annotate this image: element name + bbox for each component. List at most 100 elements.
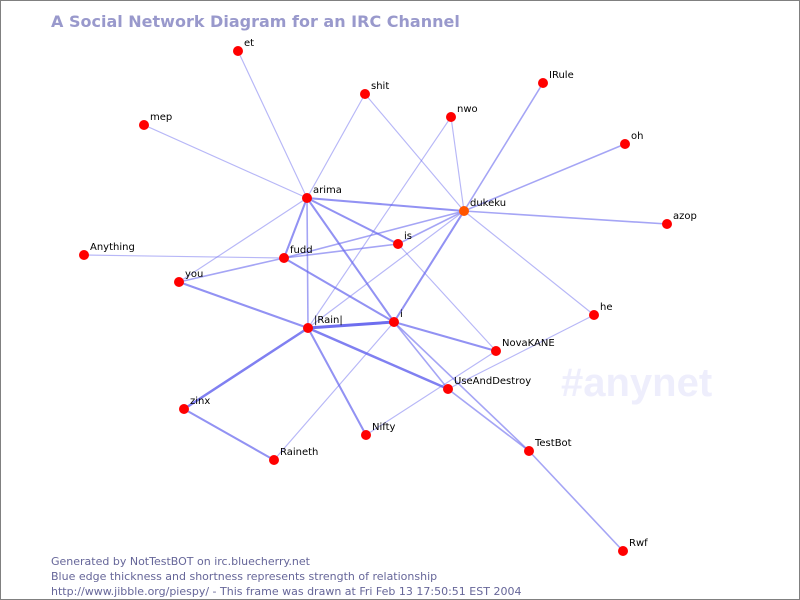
node-dot[interactable] bbox=[360, 89, 370, 99]
edge-anything-fudd bbox=[83, 254, 285, 259]
node-oh[interactable]: oh bbox=[620, 131, 643, 149]
node-dot[interactable] bbox=[443, 384, 453, 394]
edge-fudd-you bbox=[178, 257, 285, 283]
node-shit[interactable]: shit bbox=[360, 81, 389, 99]
node-label: NovaKANE bbox=[502, 338, 555, 349]
footer-source-timestamp: http://www.jibble.org/piespy/ - This fra… bbox=[51, 585, 522, 598]
edge-irule-dukeku bbox=[463, 82, 544, 212]
edge-arima-i bbox=[305, 196, 396, 324]
node-azop[interactable]: azop bbox=[662, 211, 697, 229]
edge-i-novakane bbox=[392, 320, 498, 353]
node-rwf[interactable]: Rwf bbox=[618, 538, 648, 556]
edge-shit-arima bbox=[306, 93, 366, 199]
node-testbot[interactable]: TestBot bbox=[524, 438, 572, 456]
edge-zinx-raineth bbox=[182, 407, 276, 462]
node-dot[interactable] bbox=[589, 310, 599, 320]
node-dot[interactable] bbox=[393, 239, 403, 249]
node-arima[interactable]: arima bbox=[302, 185, 342, 203]
edge-rain-zinx bbox=[182, 326, 310, 411]
edge-arima-dukeku bbox=[305, 196, 466, 213]
node-novakane[interactable]: NovaKANE bbox=[491, 338, 555, 356]
node-useanddestroy[interactable]: UseAndDestroy bbox=[443, 376, 531, 394]
node-label: he bbox=[600, 302, 613, 313]
edge-is-novakane bbox=[397, 243, 497, 352]
node-dukeku[interactable]: dukeku bbox=[459, 198, 506, 216]
node-et[interactable]: et bbox=[233, 38, 254, 56]
edge-dukeku-he bbox=[463, 210, 595, 316]
edge-et-arima bbox=[237, 50, 308, 199]
edge-dukeku-fudd bbox=[283, 210, 465, 259]
node-dot[interactable] bbox=[269, 455, 279, 465]
node-dot[interactable] bbox=[174, 277, 184, 287]
node-dot[interactable] bbox=[538, 78, 548, 88]
node-label: mep bbox=[150, 112, 172, 123]
node-dot[interactable] bbox=[491, 346, 501, 356]
node-label: arima bbox=[313, 185, 342, 196]
node-dot[interactable] bbox=[524, 446, 534, 456]
edge-mep-arima bbox=[143, 124, 308, 199]
node-label: i bbox=[400, 309, 403, 320]
node-rain[interactable]: |Rain| bbox=[303, 315, 343, 333]
node-dot[interactable] bbox=[303, 323, 313, 333]
node-dot[interactable] bbox=[620, 139, 630, 149]
node-label: nwo bbox=[457, 104, 478, 115]
edge-nwo-dukeku bbox=[450, 116, 465, 212]
node-label: azop bbox=[673, 211, 697, 222]
node-zinx[interactable]: zinx bbox=[179, 396, 210, 414]
node-label: zinx bbox=[190, 396, 210, 407]
edge-you-rain bbox=[177, 280, 310, 330]
node-dot[interactable] bbox=[446, 112, 456, 122]
node-he[interactable]: he bbox=[589, 302, 613, 320]
node-label: IRule bbox=[549, 70, 574, 81]
edge-fudd-i bbox=[282, 256, 396, 324]
node-label: Anything bbox=[90, 242, 135, 253]
edge-rain-i bbox=[306, 320, 396, 330]
edge-fudd-is bbox=[283, 243, 399, 259]
node-raineth[interactable]: Raineth bbox=[269, 447, 318, 465]
node-anything[interactable]: Anything bbox=[79, 242, 135, 260]
node-nwo[interactable]: nwo bbox=[446, 104, 478, 122]
node-dot[interactable] bbox=[79, 250, 89, 260]
node-dot[interactable] bbox=[361, 430, 371, 440]
edge-i-useanddestroy bbox=[393, 321, 449, 390]
node-dot[interactable] bbox=[302, 193, 312, 203]
edge-arima-is bbox=[305, 196, 400, 246]
edge-he-useanddestroy bbox=[447, 314, 595, 390]
node-dot[interactable] bbox=[618, 546, 628, 556]
edge-nwo-rain bbox=[307, 116, 452, 329]
footer: Generated by NotTestBOT on irc.bluecherr… bbox=[51, 554, 521, 599]
edge-arima-fudd bbox=[282, 196, 309, 260]
node-nifty[interactable]: Nifty bbox=[361, 422, 396, 440]
edge-rain-useanddestroy bbox=[306, 326, 450, 391]
node-irule[interactable]: IRule bbox=[538, 70, 574, 88]
node-label: |Rain| bbox=[314, 315, 343, 326]
node-i[interactable]: i bbox=[389, 309, 403, 327]
node-dot[interactable] bbox=[389, 317, 399, 327]
node-label: fudd bbox=[290, 245, 313, 256]
node-dot[interactable] bbox=[459, 206, 469, 216]
node-is[interactable]: is bbox=[393, 231, 412, 249]
edge-shit-dukeku bbox=[364, 93, 465, 212]
node-fudd[interactable]: fudd bbox=[279, 245, 313, 263]
node-dot[interactable] bbox=[279, 253, 289, 263]
edge-useanddestroy-testbot bbox=[447, 388, 530, 452]
node-label: dukeku bbox=[470, 198, 506, 209]
node-dot[interactable] bbox=[139, 120, 149, 130]
node-label: UseAndDestroy bbox=[454, 376, 531, 387]
node-label: shit bbox=[371, 81, 389, 92]
channel-watermark: #anynet bbox=[561, 361, 713, 405]
node-dot[interactable] bbox=[233, 46, 243, 56]
footer-generated-by: Generated by NotTestBOT on irc.bluecherr… bbox=[51, 555, 310, 568]
node-mep[interactable]: mep bbox=[139, 112, 172, 130]
edges-layer bbox=[83, 50, 668, 552]
edge-novakane-nifty bbox=[365, 350, 497, 436]
edge-arima-rain bbox=[306, 197, 309, 329]
node-dot[interactable] bbox=[662, 219, 672, 229]
edge-dukeku-i bbox=[392, 209, 466, 324]
node-you[interactable]: you bbox=[174, 269, 203, 287]
diagram-title: A Social Network Diagram for an IRC Chan… bbox=[51, 12, 460, 31]
edge-i-raineth bbox=[273, 321, 395, 461]
node-dot[interactable] bbox=[179, 404, 189, 414]
node-label: TestBot bbox=[534, 438, 572, 449]
